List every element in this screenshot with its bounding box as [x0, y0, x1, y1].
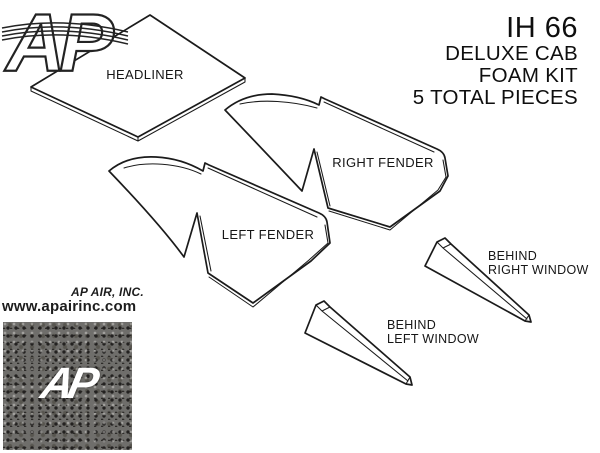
title-line-deluxe-cab: DELUXE CAB: [445, 42, 578, 65]
right-fender-label: RIGHT FENDER: [332, 155, 433, 170]
right-fender-outline: [224, 93, 449, 228]
behind-right-window-label-line2: RIGHT WINDOW: [488, 263, 589, 277]
foam-texture-swatch: AP: [3, 322, 132, 450]
swatch-ap-logo: AP: [36, 359, 99, 408]
right-fender-shape: [224, 93, 449, 231]
behind-right-window-shape: [424, 237, 532, 323]
behind-left-window-thickness-edges: [315, 304, 411, 385]
website-url: www.apairinc.com: [2, 298, 137, 315]
behind-left-window-label-line1: BEHIND: [387, 318, 436, 332]
right-fender-thickness-edges: [239, 100, 447, 231]
left-fender-shape: [108, 156, 331, 308]
title-line-total-pieces: 5 TOTAL PIECES: [412, 86, 578, 109]
company-name: AP AIR, INC.: [71, 285, 144, 299]
model-title: IH 66: [506, 12, 578, 44]
behind-left-window-outline: [304, 300, 413, 386]
left-fender-thickness-edges: [123, 163, 329, 308]
behind-left-window-label-line2: LEFT WINDOW: [387, 332, 479, 346]
behind-right-window-thickness-edges: [436, 241, 530, 322]
ap-logo-letters: AP: [4, 0, 114, 80]
behind-left-window-shape: [304, 300, 413, 386]
ap-air-logo: AP: [1, 0, 129, 80]
left-fender-outline: [108, 156, 331, 304]
behind-right-window-outline: [424, 237, 532, 323]
headliner-shape: [30, 14, 246, 142]
behind-right-window-label-line1: BEHIND: [488, 249, 537, 263]
headliner-label: HEADLINER: [106, 67, 184, 82]
logo-swoosh-lines: [1, 22, 129, 45]
title-line-foam-kit: FOAM KIT: [478, 64, 578, 87]
left-fender-label: LEFT FENDER: [222, 227, 314, 242]
headliner-thickness-edge: [30, 77, 246, 142]
title-block: IH 66 DELUXE CAB FOAM KIT 5 TOTAL PIECES: [413, 13, 578, 109]
